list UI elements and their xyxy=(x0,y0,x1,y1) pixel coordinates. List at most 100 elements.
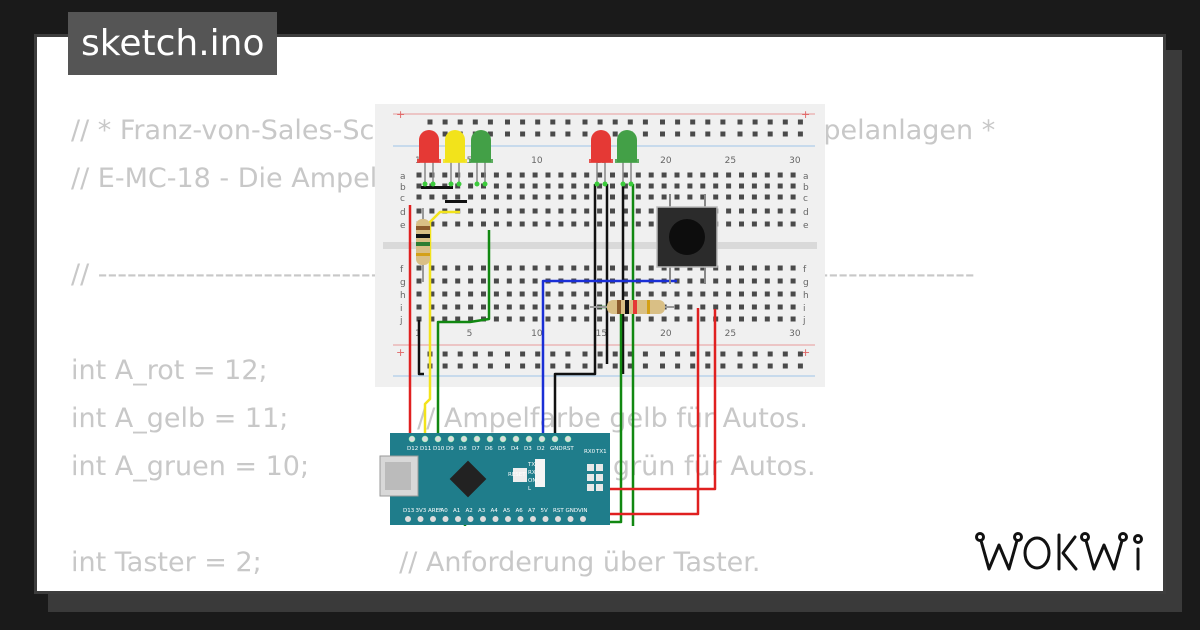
led[interactable] xyxy=(469,130,493,187)
hole xyxy=(674,316,680,322)
hole xyxy=(674,183,680,189)
chip xyxy=(449,460,487,498)
hole xyxy=(481,278,486,284)
nano-pin-top xyxy=(460,435,468,443)
hole xyxy=(700,172,706,178)
nano-pin-label: A4 xyxy=(491,508,499,514)
wokwi-logo xyxy=(975,532,1143,571)
hole xyxy=(610,194,615,200)
leds[interactable] xyxy=(417,130,639,187)
rail-hole xyxy=(752,351,758,357)
hole xyxy=(481,291,486,297)
rail-hole xyxy=(720,351,726,357)
hole xyxy=(597,316,603,322)
nano-pin-bottom xyxy=(405,516,411,522)
nano-pin-bottom xyxy=(430,516,436,522)
hole xyxy=(584,316,590,322)
hole xyxy=(429,278,435,284)
hole xyxy=(442,304,448,310)
hole xyxy=(468,172,474,178)
rail-hole xyxy=(535,363,541,369)
led[interactable] xyxy=(589,130,613,187)
hole xyxy=(597,265,603,271)
nano-board-label: RESET xyxy=(508,472,526,478)
hole xyxy=(764,172,770,178)
hole xyxy=(777,265,783,271)
column-label: 15 xyxy=(596,329,607,339)
led[interactable] xyxy=(417,130,441,187)
rail-hole xyxy=(520,351,526,357)
hole xyxy=(506,278,512,284)
hole xyxy=(468,278,474,284)
rail-hole xyxy=(797,351,803,357)
hole xyxy=(687,278,693,284)
hole xyxy=(687,316,693,322)
nano-pin-label: A6 xyxy=(516,508,524,514)
hole xyxy=(584,265,590,271)
hole xyxy=(726,291,732,297)
hole xyxy=(726,183,732,189)
hole xyxy=(493,172,499,178)
hole xyxy=(416,304,422,310)
nano-pin-label: D11 xyxy=(420,446,431,452)
hole xyxy=(739,208,744,214)
rail-hole xyxy=(752,131,758,137)
hole xyxy=(468,208,474,214)
hole xyxy=(558,221,564,227)
hole xyxy=(790,316,796,322)
hole xyxy=(416,278,422,284)
rail-plus-label: + xyxy=(801,108,810,121)
hole xyxy=(713,304,719,310)
icsp-pin xyxy=(587,474,594,481)
nano-pin-bottom xyxy=(455,516,461,522)
hole xyxy=(790,304,796,310)
icsp-pin xyxy=(596,464,603,471)
hole xyxy=(777,194,783,200)
wire-green-d10 xyxy=(436,230,491,437)
hole xyxy=(648,316,654,322)
hole xyxy=(468,316,474,322)
resistor-2[interactable] xyxy=(590,300,675,314)
hole xyxy=(493,194,499,200)
nano-board-label: RX0 xyxy=(584,449,596,455)
hole xyxy=(519,278,525,284)
column-label: 20 xyxy=(660,329,672,339)
nano-pin-top xyxy=(473,435,481,443)
hole xyxy=(622,208,628,214)
hole xyxy=(622,221,628,227)
hole xyxy=(635,316,641,322)
led[interactable] xyxy=(615,130,639,187)
hole xyxy=(571,221,577,227)
resistor-1[interactable] xyxy=(416,208,430,282)
rail-hole xyxy=(690,363,696,369)
rail-hole xyxy=(660,363,665,369)
hole xyxy=(648,172,654,178)
push-button[interactable] xyxy=(656,194,718,284)
nano-pin-label: D9 xyxy=(446,446,454,452)
hole xyxy=(429,194,435,200)
rail-hole xyxy=(690,131,696,137)
led[interactable] xyxy=(443,130,467,187)
column-label: 10 xyxy=(531,156,543,166)
icsp-pin xyxy=(596,484,603,491)
nano-pin-top xyxy=(525,435,533,443)
hole xyxy=(455,316,461,322)
hole xyxy=(545,221,551,227)
hole xyxy=(764,304,770,310)
hole xyxy=(687,265,693,271)
hole xyxy=(416,316,422,322)
hole xyxy=(751,278,757,284)
hole xyxy=(700,304,706,310)
rail-hole xyxy=(675,351,681,357)
hole xyxy=(661,183,667,189)
rail-hole xyxy=(550,363,556,369)
hole xyxy=(442,278,448,284)
nano-board-label: TX xyxy=(527,462,535,468)
hole xyxy=(726,172,732,178)
circuit-diagram[interactable]: + + + + aabbccddeeffgghhiijj115510101515… xyxy=(375,104,825,526)
hole xyxy=(726,194,732,200)
hole xyxy=(584,194,590,200)
column-label: 25 xyxy=(725,156,736,166)
hole xyxy=(674,291,680,297)
